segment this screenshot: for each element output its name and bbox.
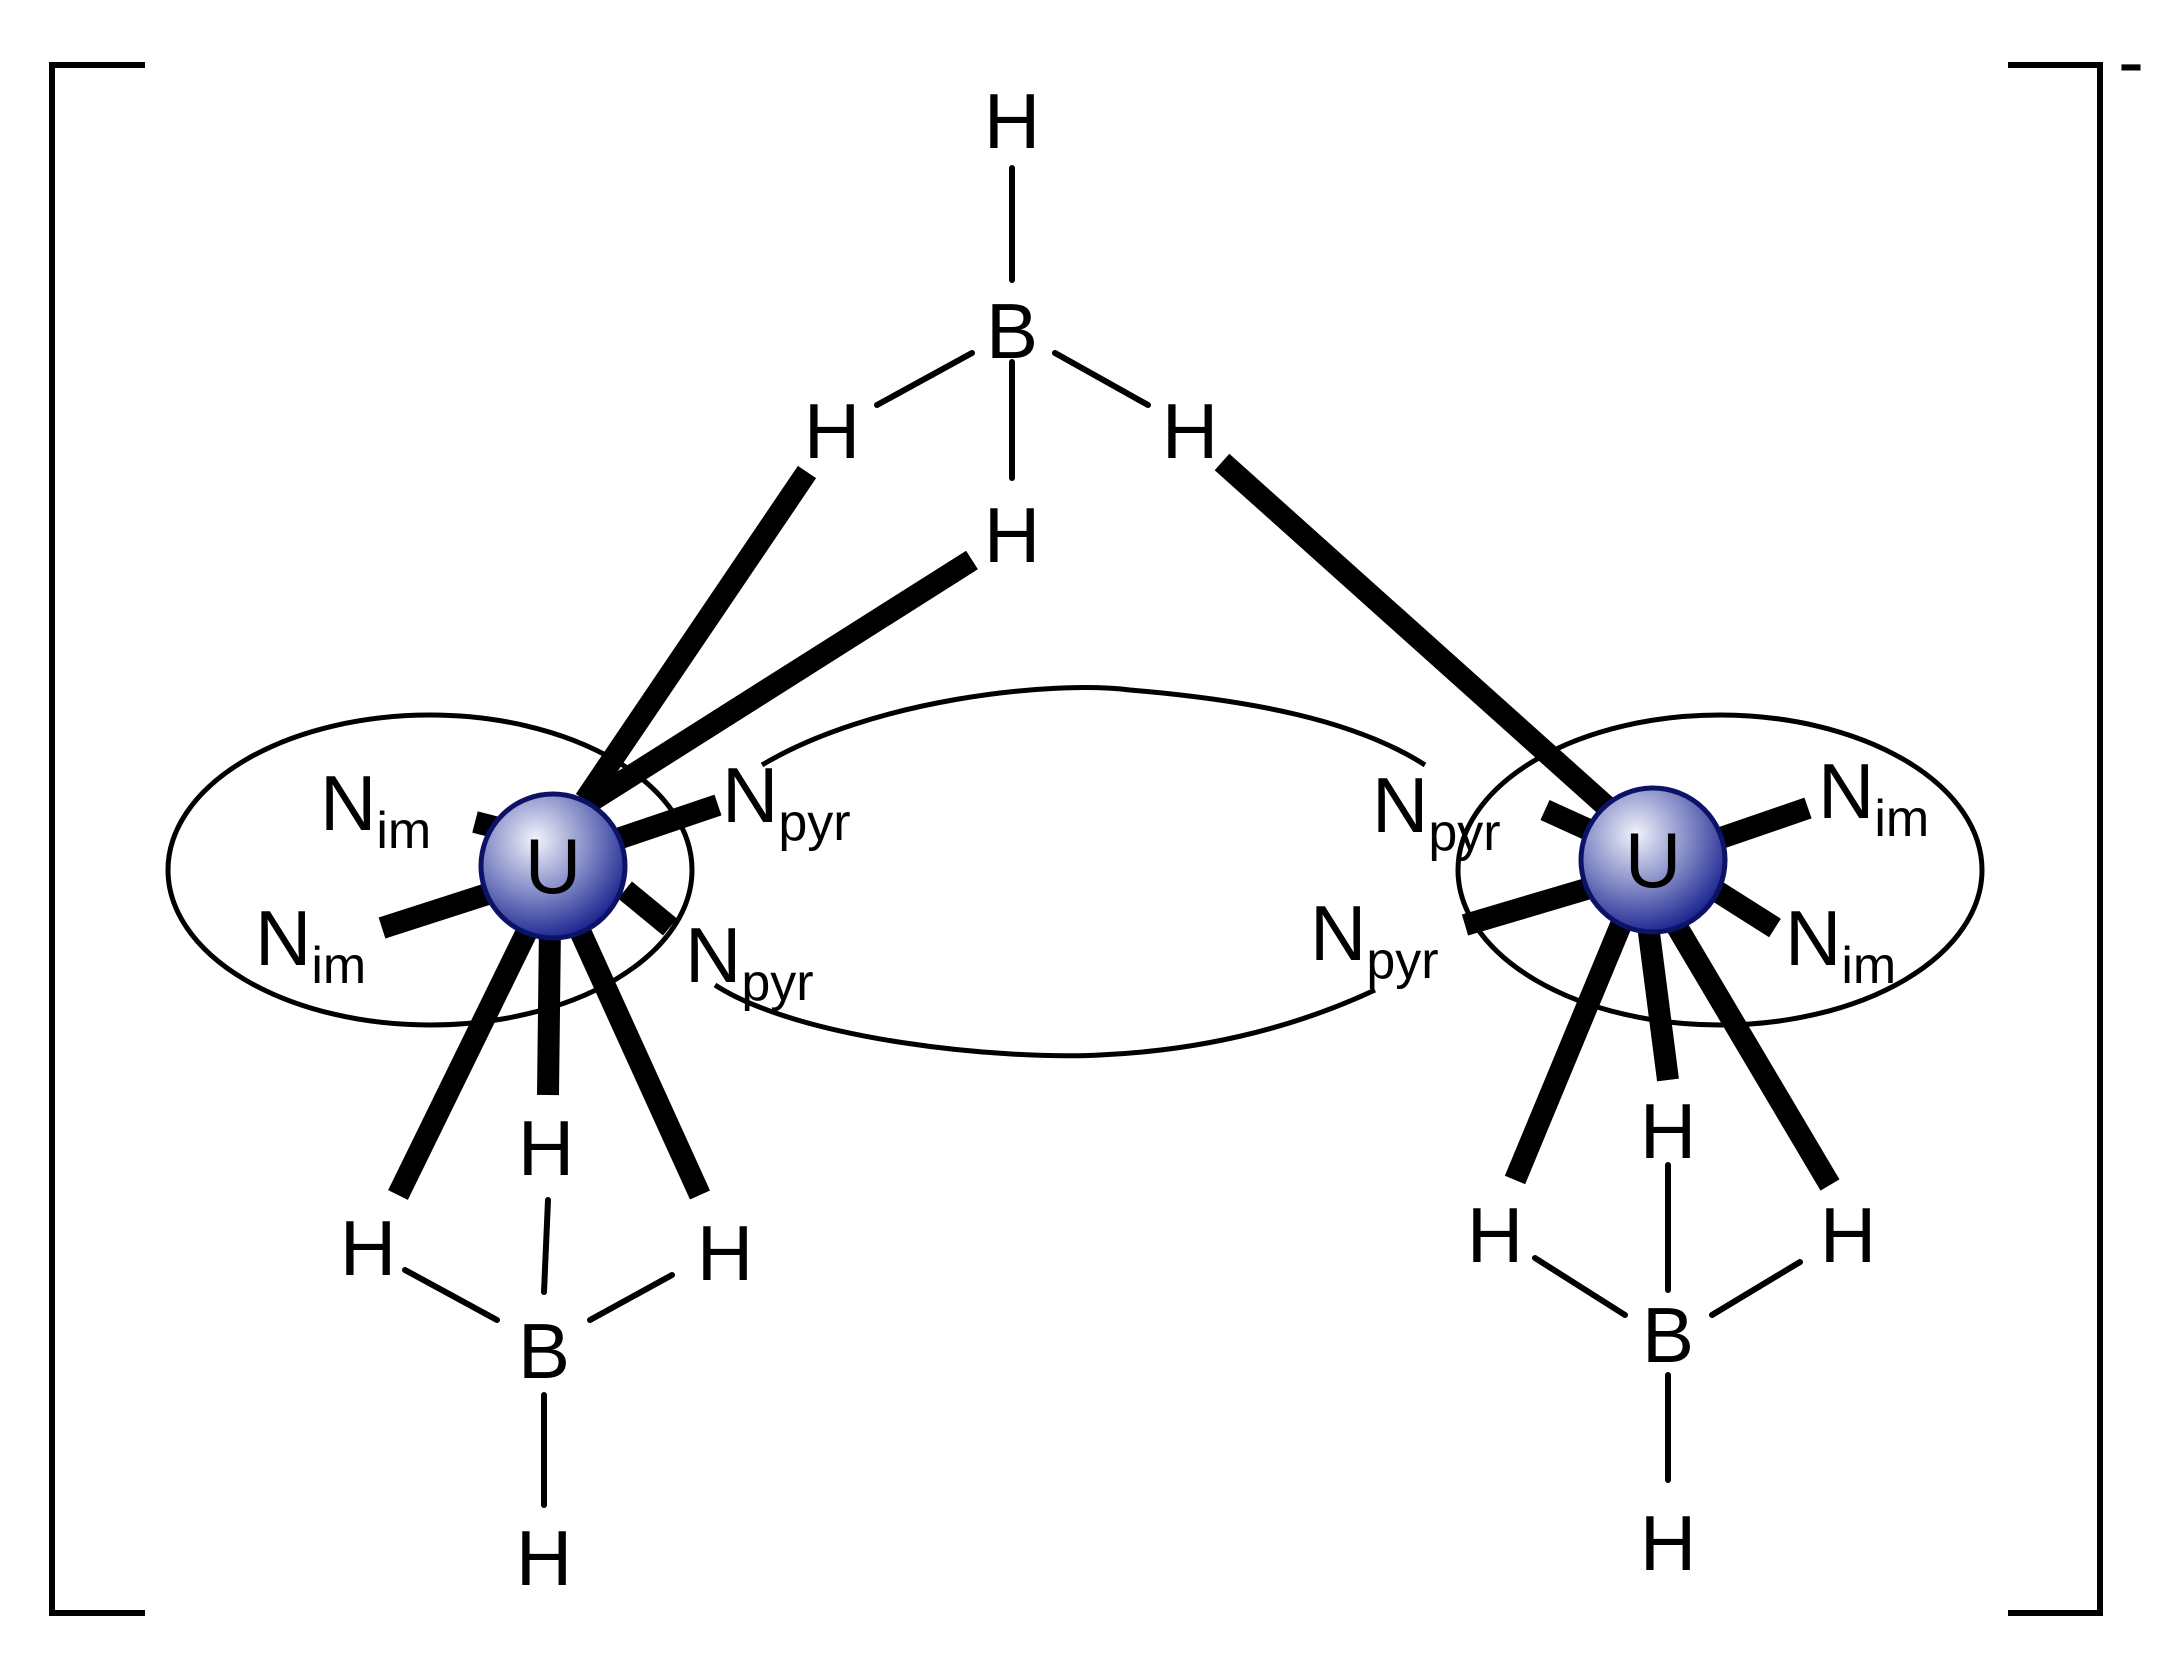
right-bh4-h-right: H — [1820, 1191, 1876, 1279]
left-nitrogen-labels: Nim Nim Npyr Npyr — [255, 751, 851, 1012]
bond-right-u-bridge-h — [1214, 453, 1663, 859]
right-bh4-h-upper: H — [1640, 1087, 1696, 1175]
bond-left-u-npyr-lower — [618, 881, 677, 936]
right-n-pyr-lower: Npyr — [1310, 889, 1439, 990]
boron-hydrogen-bonds — [402, 165, 1803, 1508]
bridge-h-left: H — [804, 387, 860, 475]
left-n-pyr-lower: Npyr — [685, 911, 814, 1012]
right-borohydride: H H H B H — [1467, 1087, 1876, 1587]
charge-label: - — [2118, 17, 2144, 105]
right-uranium-label: U — [1625, 816, 1681, 904]
bond-right-u-bh4-h2 — [1637, 923, 1679, 1082]
left-n-im-lower: Nim — [255, 894, 366, 995]
left-ring — [165, 712, 695, 1028]
left-bh4-boron: B — [518, 1307, 570, 1395]
bridge-h-right: H — [1162, 387, 1218, 475]
left-borohydride: H H H B H — [340, 1104, 753, 1602]
left-uranium-sphere — [478, 791, 628, 941]
bond-right-u-nim-upper — [1711, 797, 1812, 851]
right-uranium-atom: U — [1578, 785, 1728, 935]
right-n-pyr-upper: Npyr — [1372, 761, 1501, 862]
bond-left-u-bh4-h1 — [388, 910, 545, 1200]
left-bh4-h-bottom: H — [516, 1514, 572, 1602]
bond-left-u-bridge-h2 — [579, 550, 978, 815]
left-uranium-atom: U — [478, 791, 628, 941]
bond-right-u-bh4-h1 — [1504, 910, 1636, 1185]
bridge-h-bottom: H — [984, 491, 1040, 579]
right-bracket — [2008, 62, 2103, 1616]
ligand-rings — [165, 685, 1985, 1059]
right-bh4-boron: B — [1642, 1291, 1694, 1379]
right-bh4-h-bottom: H — [1640, 1499, 1696, 1587]
right-bh4-h-left: H — [1467, 1191, 1523, 1279]
lower-bridge-loop — [713, 982, 1377, 1059]
bridge-h-top: H — [984, 77, 1040, 165]
upper-bridge-loop — [760, 685, 1427, 768]
left-bh4-h-right: H — [697, 1209, 753, 1297]
bond-left-u-bridge-h1 — [575, 465, 817, 807]
left-bh4-h-left: H — [340, 1204, 396, 1292]
right-nitrogen-labels: Npyr Npyr Nim Nim — [1310, 747, 1929, 995]
left-bh4-h-upper: H — [518, 1104, 574, 1192]
bond-right-u-npyr-lower — [1461, 874, 1604, 936]
bond-left-u-bh4-h3 — [564, 915, 711, 1200]
right-uranium-sphere — [1578, 785, 1728, 935]
bridging-borohydride: H B H H H — [804, 77, 1218, 579]
bond-left-u-nim-lower — [378, 879, 504, 939]
bond-right-u-nim-lower — [1709, 880, 1781, 938]
right-ring — [1455, 712, 1985, 1028]
left-n-im-upper: Nim — [320, 759, 431, 860]
right-n-im-upper: Nim — [1818, 747, 1929, 848]
bridge-boron: B — [986, 287, 1038, 375]
left-uranium-label: U — [525, 822, 581, 910]
bond-right-u-bh4-h3 — [1660, 909, 1840, 1191]
uranium-bonds — [378, 453, 1840, 1200]
left-n-pyr-upper: Npyr — [722, 751, 851, 852]
left-bracket — [49, 62, 145, 1616]
right-n-im-lower: Nim — [1785, 894, 1896, 995]
bond-left-u-bh4-h2 — [537, 924, 561, 1096]
